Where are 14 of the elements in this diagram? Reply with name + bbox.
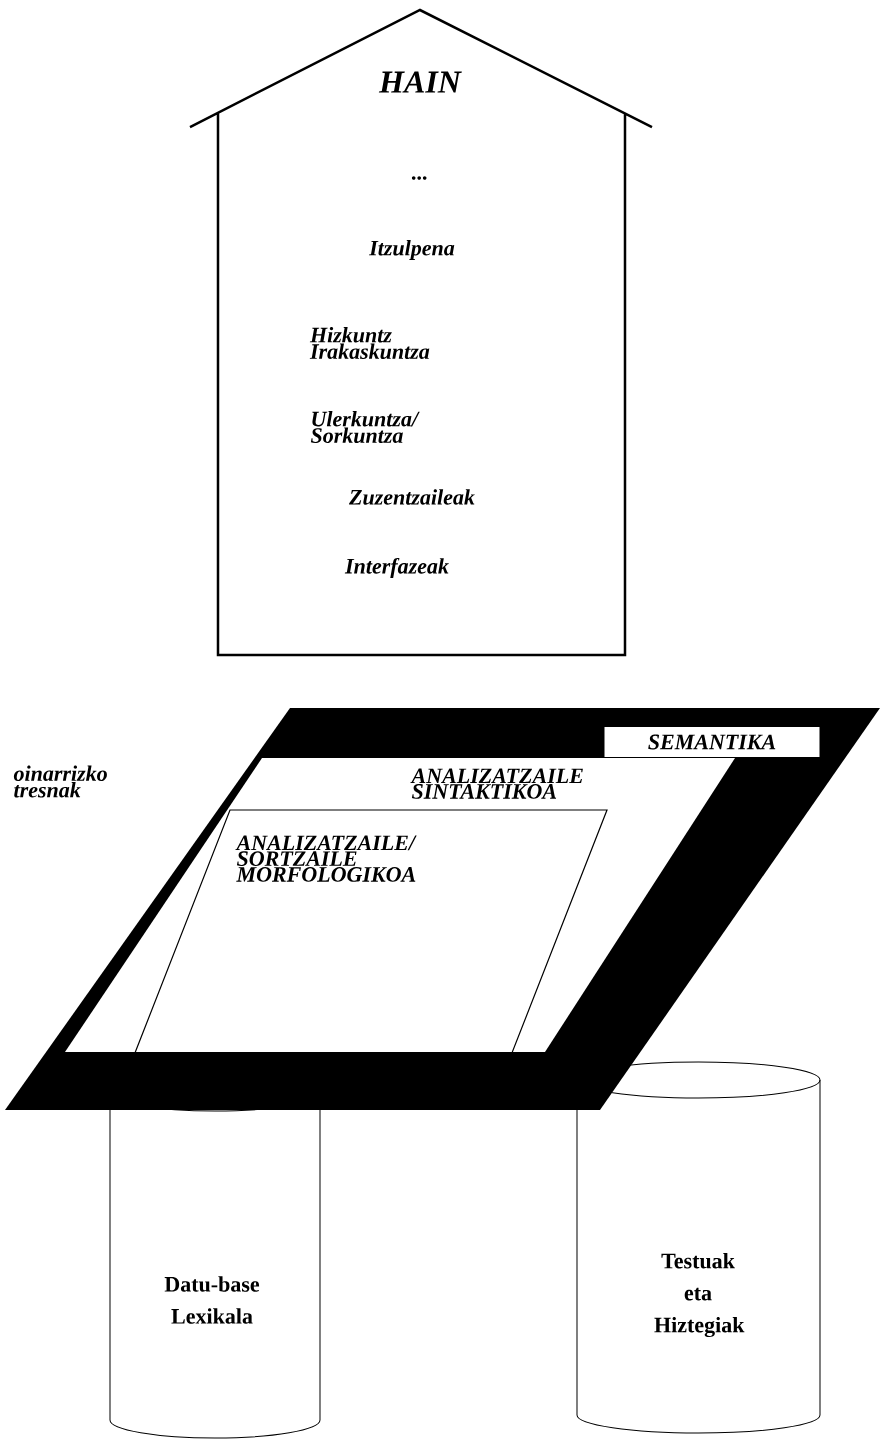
side-label: oinarrizko tresnak bbox=[13, 765, 107, 798]
house-label: Itzulpena bbox=[369, 240, 455, 260]
node-label: ANALIZATZAILE SINTAKTIKOA bbox=[410, 768, 583, 799]
house-label: Interfazeak bbox=[344, 557, 449, 579]
house-label: HAIN bbox=[378, 71, 462, 93]
node-label: Datu-base Lexikala bbox=[164, 1276, 260, 1324]
house-shape bbox=[188, 8, 654, 657]
house-label: ... bbox=[411, 176, 427, 180]
database-cylinder: Testuak eta Hiztegiak bbox=[576, 1061, 821, 1434]
house-label: Ulerkuntza/ Sorkuntza bbox=[310, 411, 420, 444]
morphology-box: ANALIZATZAILE/ SORTZAILE MORFOLOGIKOA bbox=[132, 809, 608, 1059]
node-label: Testuak eta Hiztegiak bbox=[654, 1252, 745, 1338]
house-label: Hizkuntz Irakaskuntza bbox=[309, 327, 430, 360]
house-label: Zuzentzaileak bbox=[349, 489, 475, 505]
